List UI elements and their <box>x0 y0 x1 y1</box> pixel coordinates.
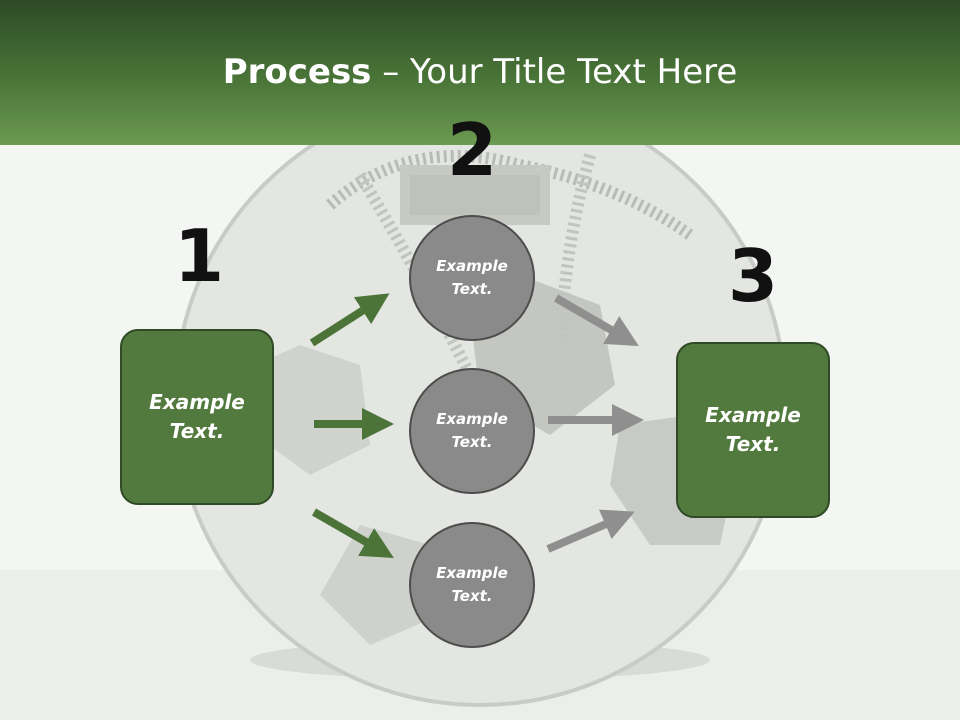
step-2-number: 2 <box>446 108 498 192</box>
arrow-left-to-top <box>309 293 390 347</box>
circle-top-text: Example Text. <box>436 257 508 298</box>
arrow-left-to-bottom <box>312 508 394 558</box>
arrow-top-to-right <box>553 294 639 347</box>
slide-title: Process – Your Title Text Here <box>0 52 960 92</box>
right-process-box: Example Text. <box>676 342 830 518</box>
circle-bottom-text: Example Text. <box>436 564 508 605</box>
circle-middle: Example Text. <box>409 368 535 494</box>
step-1-number: 1 <box>173 214 225 298</box>
header-band <box>0 0 960 145</box>
arrow-bottom-to-right <box>546 509 635 553</box>
title-rest: – Your Title Text Here <box>371 52 738 92</box>
circle-middle-text: Example Text. <box>436 410 508 451</box>
title-bold: Process <box>222 52 372 92</box>
circle-top: Example Text. <box>409 215 535 341</box>
circle-bottom: Example Text. <box>409 522 535 648</box>
left-process-box: Example Text. <box>120 329 274 505</box>
step-3-number: 3 <box>727 234 779 318</box>
left-box-text: Example Text. <box>149 390 245 443</box>
right-box-text: Example Text. <box>705 403 801 456</box>
